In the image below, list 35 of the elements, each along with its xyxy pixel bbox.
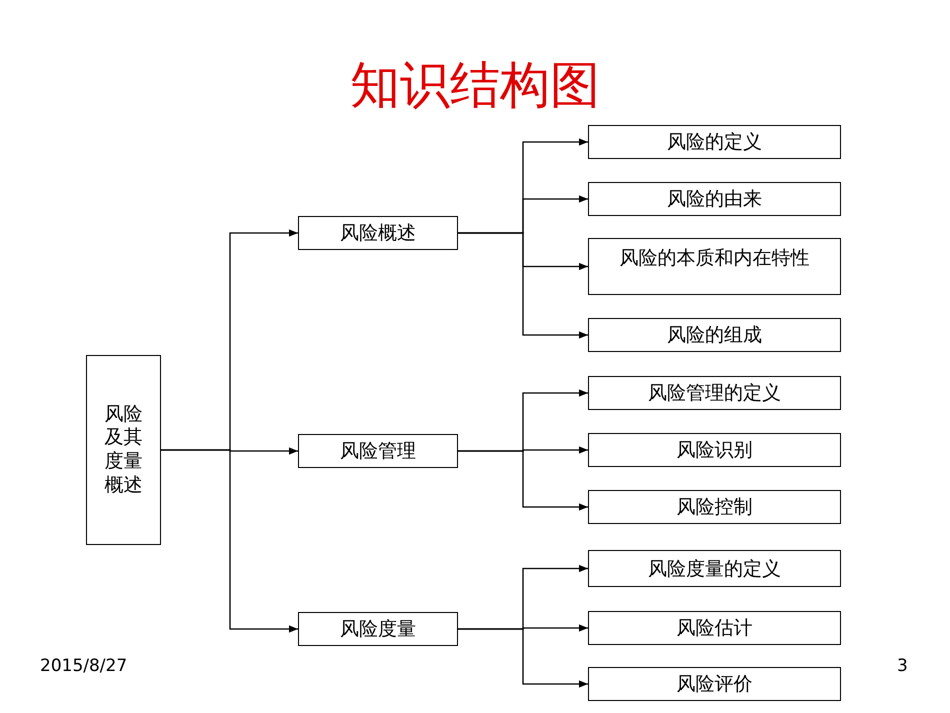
node-label: 风险度量的定义 xyxy=(648,556,781,582)
node-label: 风险度量 xyxy=(340,617,416,642)
node-label: 风险管理 xyxy=(340,439,416,464)
topic-box xyxy=(588,667,841,701)
topic-box xyxy=(298,216,458,250)
node-label: 风险及其度量概述 xyxy=(103,402,144,498)
connector-arrow xyxy=(458,628,588,688)
node-label: 风险概述 xyxy=(340,221,416,246)
topic-box xyxy=(298,612,458,646)
topic-box xyxy=(298,434,458,468)
node-label: 风险的组成 xyxy=(667,323,762,348)
page-number: 3 xyxy=(897,656,908,676)
topic-box xyxy=(588,376,841,410)
topic-box xyxy=(588,182,841,216)
topic-box xyxy=(588,238,841,295)
node-label: 风险估计 xyxy=(676,616,752,641)
root-box xyxy=(86,355,161,545)
connector-arrow xyxy=(458,450,588,511)
topic-box xyxy=(588,550,841,587)
topic-box xyxy=(588,125,841,159)
node-label: 风险评价 xyxy=(676,672,752,697)
topic-box xyxy=(588,318,841,352)
date-label: 2015/8/27 xyxy=(40,656,128,676)
node-label: 风险管理的定义 xyxy=(648,381,781,406)
title: 知识结构图 xyxy=(349,55,601,116)
topic-box xyxy=(588,611,841,645)
connector-arrow xyxy=(458,232,588,339)
connector-arrow xyxy=(161,449,298,633)
node-label: 风险的定义 xyxy=(667,130,762,155)
node-label: 风险控制 xyxy=(676,495,752,520)
node-label: 风险识别 xyxy=(676,438,752,463)
node-label: 风险的由来 xyxy=(667,187,762,212)
node-label: 风险的本质和内在特性 xyxy=(620,246,810,271)
topic-box xyxy=(588,433,841,467)
topic-box xyxy=(588,490,841,524)
